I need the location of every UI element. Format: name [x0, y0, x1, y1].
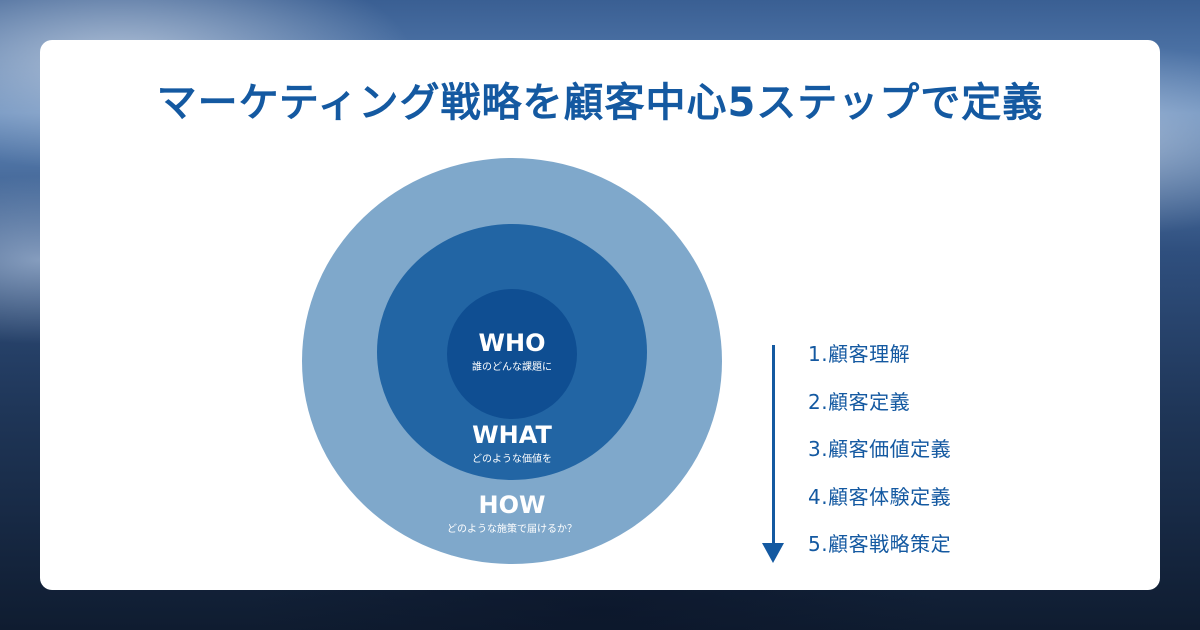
page-title: マーケティング戦略を顧客中心5ステップで定義: [156, 80, 1044, 126]
who-heading: WHO: [478, 329, 546, 357]
step-list: 1.顧客理解 2.顧客定義 3.顧客価値定義 4.顧客体験定義 5.顧客戦略策定: [808, 338, 951, 576]
what-label: WHAT どのような価値を: [392, 420, 632, 468]
down-arrow-icon: [762, 543, 784, 563]
who-circle: [447, 289, 577, 419]
who-caption: 誰のどんな課題に: [472, 362, 552, 373]
content-card: マーケティング戦略を顧客中心5ステップで定義 WHO 誰のどんな課題に WHAT…: [40, 40, 1160, 590]
step-item-3: 3.顧客価値定義: [808, 437, 952, 461]
how-caption: どのような施策で届けるか？: [447, 524, 577, 535]
who-label: WHO 誰のどんな課題に: [392, 328, 632, 376]
what-caption: どのような価値を: [472, 454, 552, 465]
what-heading: WHAT: [472, 421, 552, 449]
down-arrow-line: [772, 345, 775, 545]
step-item-4: 4.顧客体験定義: [808, 484, 952, 509]
step-item-1: 1.顧客理解: [808, 342, 911, 366]
step-item-5: 5.顧客戦略策定: [808, 532, 952, 556]
how-heading: HOW: [478, 491, 546, 519]
how-label: HOW どのような施策で届けるか？: [392, 490, 632, 538]
step-item-2: 2.顧客定義: [808, 389, 911, 414]
